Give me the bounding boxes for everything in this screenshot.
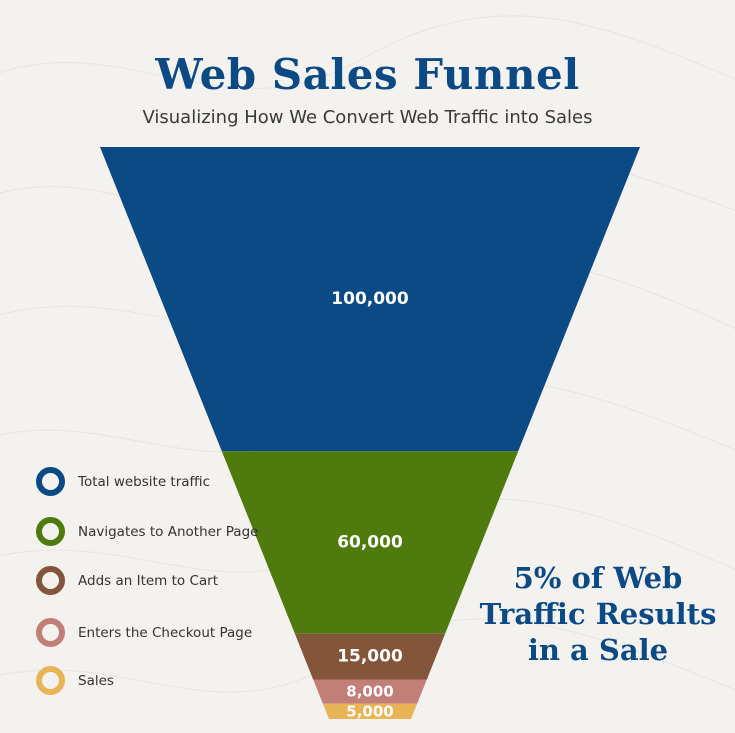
page-title: Web Sales Funnel: [155, 50, 580, 99]
funnel-segment: [100, 147, 640, 452]
legend-label: Enters the Checkout Page: [78, 624, 253, 641]
funnel-value-label: 100,000: [331, 289, 409, 309]
funnel-value-label: 5,000: [346, 702, 393, 720]
legend-item: Total website traffic: [36, 467, 210, 496]
legend-swatch: [36, 517, 65, 546]
funnel-value-label: 60,000: [337, 533, 403, 553]
callout-line: Traffic Results: [479, 597, 717, 631]
funnel-segment: [313, 679, 427, 704]
page-subtitle: Visualizing How We Convert Web Traffic i…: [142, 107, 593, 128]
legend-swatch: [36, 618, 65, 647]
funnel-segment: [294, 633, 446, 680]
callout-line: 5% of Web: [513, 561, 683, 595]
legend-label: Adds an Item to Cart: [78, 572, 218, 589]
legend-item: Sales: [36, 666, 114, 695]
funnel-segment: [322, 703, 418, 719]
funnel-value-label: 15,000: [337, 647, 403, 667]
legend-swatch: [36, 467, 65, 496]
legend-swatch: [36, 666, 65, 695]
funnel-value-label: 8,000: [346, 683, 393, 701]
legend-label: Sales: [78, 672, 114, 689]
legend-label: Total website traffic: [78, 473, 211, 490]
funnel-segment: [221, 451, 519, 634]
legend-item: Adds an Item to Cart: [36, 566, 218, 595]
legend-label: Navigates to Another Page: [78, 523, 259, 540]
legend-item: Navigates to Another Page: [36, 517, 258, 546]
callout-line: in a Sale: [527, 633, 669, 667]
legend-item: Enters the Checkout Page: [36, 618, 252, 647]
legend-swatch: [36, 566, 65, 595]
conversion-callout: 5% of Web Traffic Results in a Sale: [468, 560, 728, 668]
